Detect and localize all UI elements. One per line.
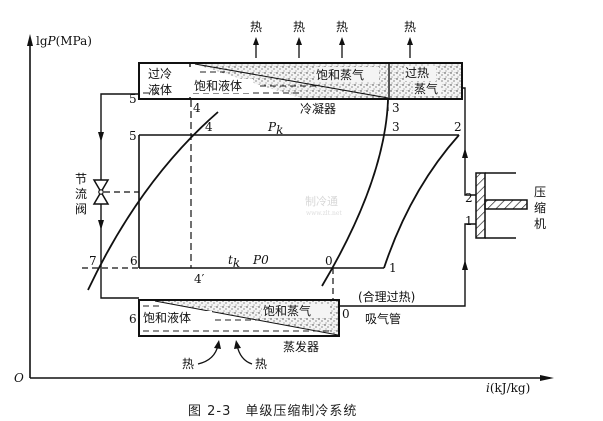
discharge-line-arrow [462,148,468,158]
subcooled-label-1: 过冷 [148,67,172,81]
compressor-label-1: 压 [534,185,546,199]
liquid-line-arrow-2 [98,220,104,230]
suction-line-arrow [462,260,468,270]
point-label-4prime: 4′ [194,272,205,286]
ph-cycle [82,99,460,300]
point-label-2-compressor: 2 [465,191,473,205]
valve-label-2: 流 [75,187,87,201]
superheat-note: (合理过热) [358,289,415,304]
valve-label-1: 节 [75,172,87,186]
condenser: 过冷 液体 饱和液体 饱和蒸气 过热 蒸气 冷凝器 热 热 热 热 [138,20,463,116]
y-axis-arrow [27,34,33,46]
point-label-5: 5 [129,129,137,143]
piping [100,87,476,307]
evaporator-saturated-vapor-label: 饱和蒸气 [263,303,311,318]
superheat-label-1: 过热 [405,66,429,80]
throttle-valve: 节 流 阀 [75,172,110,216]
point-label-1-compressor: 1 [465,214,473,228]
point-label-6-evap: 6 [129,312,137,326]
discharge-line [462,87,476,196]
heat-out-label: 热 [404,20,416,34]
x-axis-label: i(kJ/kg) [486,381,530,395]
axes: lgP(MPa) i(kJ/kg) O [14,34,554,395]
condensing-pressure-label: Pk [267,120,283,137]
compressor-label-2: 缩 [534,200,546,215]
heat-out-label: 热 [336,20,348,34]
evaporator-name: 蒸发器 [283,339,319,354]
point-label-3-top: 3 [392,101,400,115]
point-label-7: 7 [89,254,97,268]
heat-in-label: 热 [255,357,267,371]
point-label-2: 2 [454,120,462,134]
point-label-0: 0 [325,254,333,268]
compressor-piston-rod [484,199,528,210]
point-label-6: 6 [130,254,138,268]
condenser-saturated-liquid-label: 饱和液体 [194,78,242,93]
heat-in-label: 热 [182,357,194,371]
heat-in-arrows [197,344,253,365]
point-label-4: 4 [205,120,213,134]
heat-out-arrows: 热 热 热 热 [250,20,416,58]
point-label-5-top: 5 [129,92,137,106]
x-axis-arrow [540,375,554,381]
evaporator-saturated-liquid-label: 饱和液体 [143,310,191,325]
condensing-temp-label: tk [228,253,240,270]
point-label-4-top: 4 [193,101,201,115]
point-label-3: 3 [392,120,400,134]
valve-label-3: 阀 [75,202,87,216]
watermark-url: www.zlt.net [306,210,342,217]
figure-caption: 图 2-3 单级压缩制冷系统 [188,403,357,419]
evaporating-pressure-label: P0 [252,253,269,267]
compression-line-1-2 [383,134,460,269]
heat-out-label: 热 [250,20,262,34]
condenser-name: 冷凝器 [300,101,336,116]
watermark-text: 制冷通 [305,195,338,208]
compressor: 压 缩 机 2 1 [465,172,546,239]
saturated-liquid-curve [87,111,219,291]
y-axis-label: lgP(MPa) [36,34,92,48]
compressor-cylinder-wall [475,172,486,239]
compressor-label-3: 机 [534,217,546,231]
heat-out-label: 热 [293,20,305,34]
saturated-vapor-curve [321,99,389,287]
suction-pipe-label: 吸气管 [365,311,401,326]
superheat-label-2: 蒸气 [414,81,438,96]
point-label-1: 1 [389,261,397,275]
subcooled-label-2: 液体 [148,82,172,97]
condenser-saturated-vapor-label: 饱和蒸气 [316,67,364,82]
liquid-line-arrow [98,132,104,142]
point-label-0-evap: 0 [342,307,350,321]
origin-label: O [14,371,24,385]
evaporator: 饱和液体 饱和蒸气 蒸发器 热 热 [138,299,340,371]
point-labels: 5 4 5 4 3 3 2 7 6 4′ 0 1 6 0 [89,92,462,326]
